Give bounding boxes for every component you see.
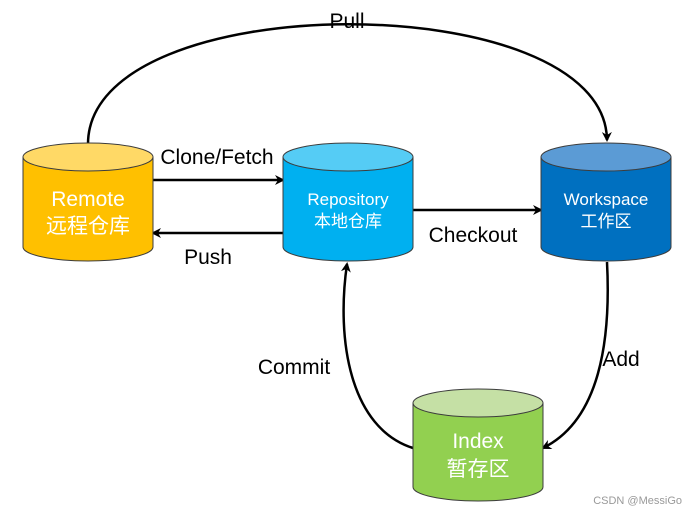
pull-label: Pull [329, 10, 364, 33]
push-label: Push [184, 246, 232, 269]
node-remote: Remote 远程仓库 [22, 142, 154, 262]
index-cylinder-body [412, 402, 544, 502]
workspace-cylinder-body [540, 156, 672, 262]
index-title: Index [452, 430, 504, 453]
index-cylinder-top [412, 388, 544, 418]
commit-arrow [340, 262, 414, 450]
pull-arrow [86, 23, 612, 145]
repository-title: Repository [307, 190, 389, 209]
edge-clone-fetch: Clone/Fetch [153, 146, 285, 185]
add-label: Add [602, 348, 639, 371]
watermark: CSDN @MessiGo [593, 495, 682, 507]
clone-fetch-label: Clone/Fetch [160, 146, 273, 169]
repository-cylinder-top [282, 142, 414, 172]
edge-checkout: Checkout [413, 205, 543, 247]
node-workspace: Workspace 工作区 [540, 142, 672, 262]
remote-cylinder-top [22, 142, 154, 172]
checkout-label: Checkout [429, 224, 518, 247]
edge-add: Add [541, 261, 640, 450]
edge-push: Push [151, 228, 283, 269]
add-arrow [541, 261, 609, 450]
commit-label: Commit [258, 356, 330, 379]
remote-cylinder-body [22, 156, 154, 262]
node-index: Index 暂存区 [412, 388, 544, 502]
remote-subtitle: 远程仓库 [46, 215, 130, 238]
node-repository: Repository 本地仓库 [282, 142, 414, 262]
repository-subtitle: 本地仓库 [314, 212, 382, 231]
remote-title: Remote [51, 188, 125, 211]
workspace-title: Workspace [564, 190, 649, 209]
edge-pull: Pull [86, 10, 612, 145]
repository-cylinder-body [282, 156, 414, 262]
workspace-cylinder-top [540, 142, 672, 172]
index-subtitle: 暂存区 [447, 458, 510, 481]
edge-commit: Commit [258, 262, 414, 450]
workspace-subtitle: 工作区 [581, 212, 632, 231]
